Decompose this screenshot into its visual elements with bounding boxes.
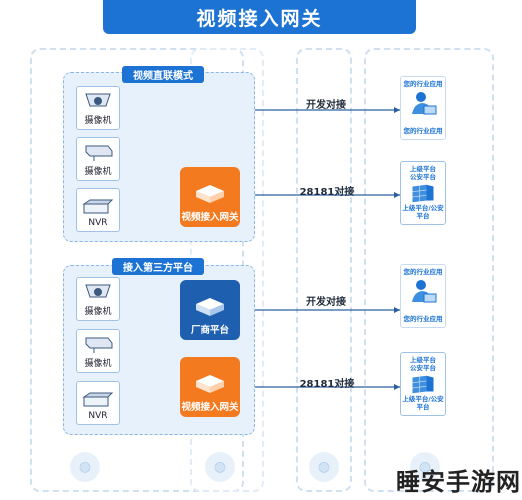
- app-industry-1: 您的行业应用 您的行业应用: [400, 76, 446, 140]
- column-apps: [364, 48, 494, 492]
- device-camera-dome-2: 摄像机: [76, 277, 120, 321]
- device-camera-dome: 摄像机: [76, 86, 120, 130]
- server-box-icon: [196, 185, 224, 203]
- gateway-vendor-platform: 厂商平台: [180, 280, 240, 340]
- app-platform-1: 上级平台 公安平台 上级平台/公安平台: [400, 161, 446, 225]
- link-label-28181: 28181对接: [299, 187, 355, 198]
- footer-gateway-icon: ◍: [205, 452, 235, 482]
- dome-camera-icon: [85, 284, 111, 298]
- bullet-camera-icon: [85, 337, 113, 353]
- person-laptop-icon: [412, 280, 437, 303]
- link-label-dev: 开发对接: [306, 100, 346, 111]
- device-camera-bullet-2: 摄像机: [76, 329, 120, 373]
- device-nvr: NVR: [76, 188, 120, 232]
- app-platform-2: 上级平台 公安平台 上级平台/公安平台: [400, 352, 446, 416]
- footer-network-icon: ◍: [309, 452, 339, 482]
- footer-app-icon: ◍: [410, 452, 440, 482]
- server-box-icon: [196, 375, 224, 393]
- column-connection: [296, 48, 352, 492]
- dome-camera-icon: [85, 93, 111, 107]
- person-laptop-icon: [412, 92, 437, 115]
- link-label-28181-2: 28181对接: [299, 379, 355, 390]
- nvr-icon: [82, 392, 114, 407]
- gateway-video-access-1: 视频接入网关: [180, 167, 240, 227]
- monitor-wall-icon: [412, 184, 434, 203]
- watermark-logo: 睡安手游网: [396, 468, 521, 496]
- gateway-video-access-2: 视频接入网关: [180, 357, 240, 417]
- monitor-wall-icon: [412, 375, 434, 394]
- group-third-party-tag: 接入第三方平台: [112, 258, 204, 275]
- device-nvr-2: NVR: [76, 381, 120, 425]
- footer-device-icon: ◍: [70, 452, 100, 482]
- diagram-title: 视频接入网关: [103, 0, 416, 34]
- group-direct-mode-tag: 视频直联模式: [122, 66, 204, 83]
- server-box-icon: [196, 298, 224, 316]
- nvr-icon: [82, 199, 114, 214]
- bullet-camera-icon: [85, 145, 113, 161]
- app-industry-2: 您的行业应用 您的行业应用: [400, 264, 446, 328]
- device-camera-bullet: 摄像机: [76, 137, 120, 181]
- link-label-dev-2: 开发对接: [306, 297, 346, 308]
